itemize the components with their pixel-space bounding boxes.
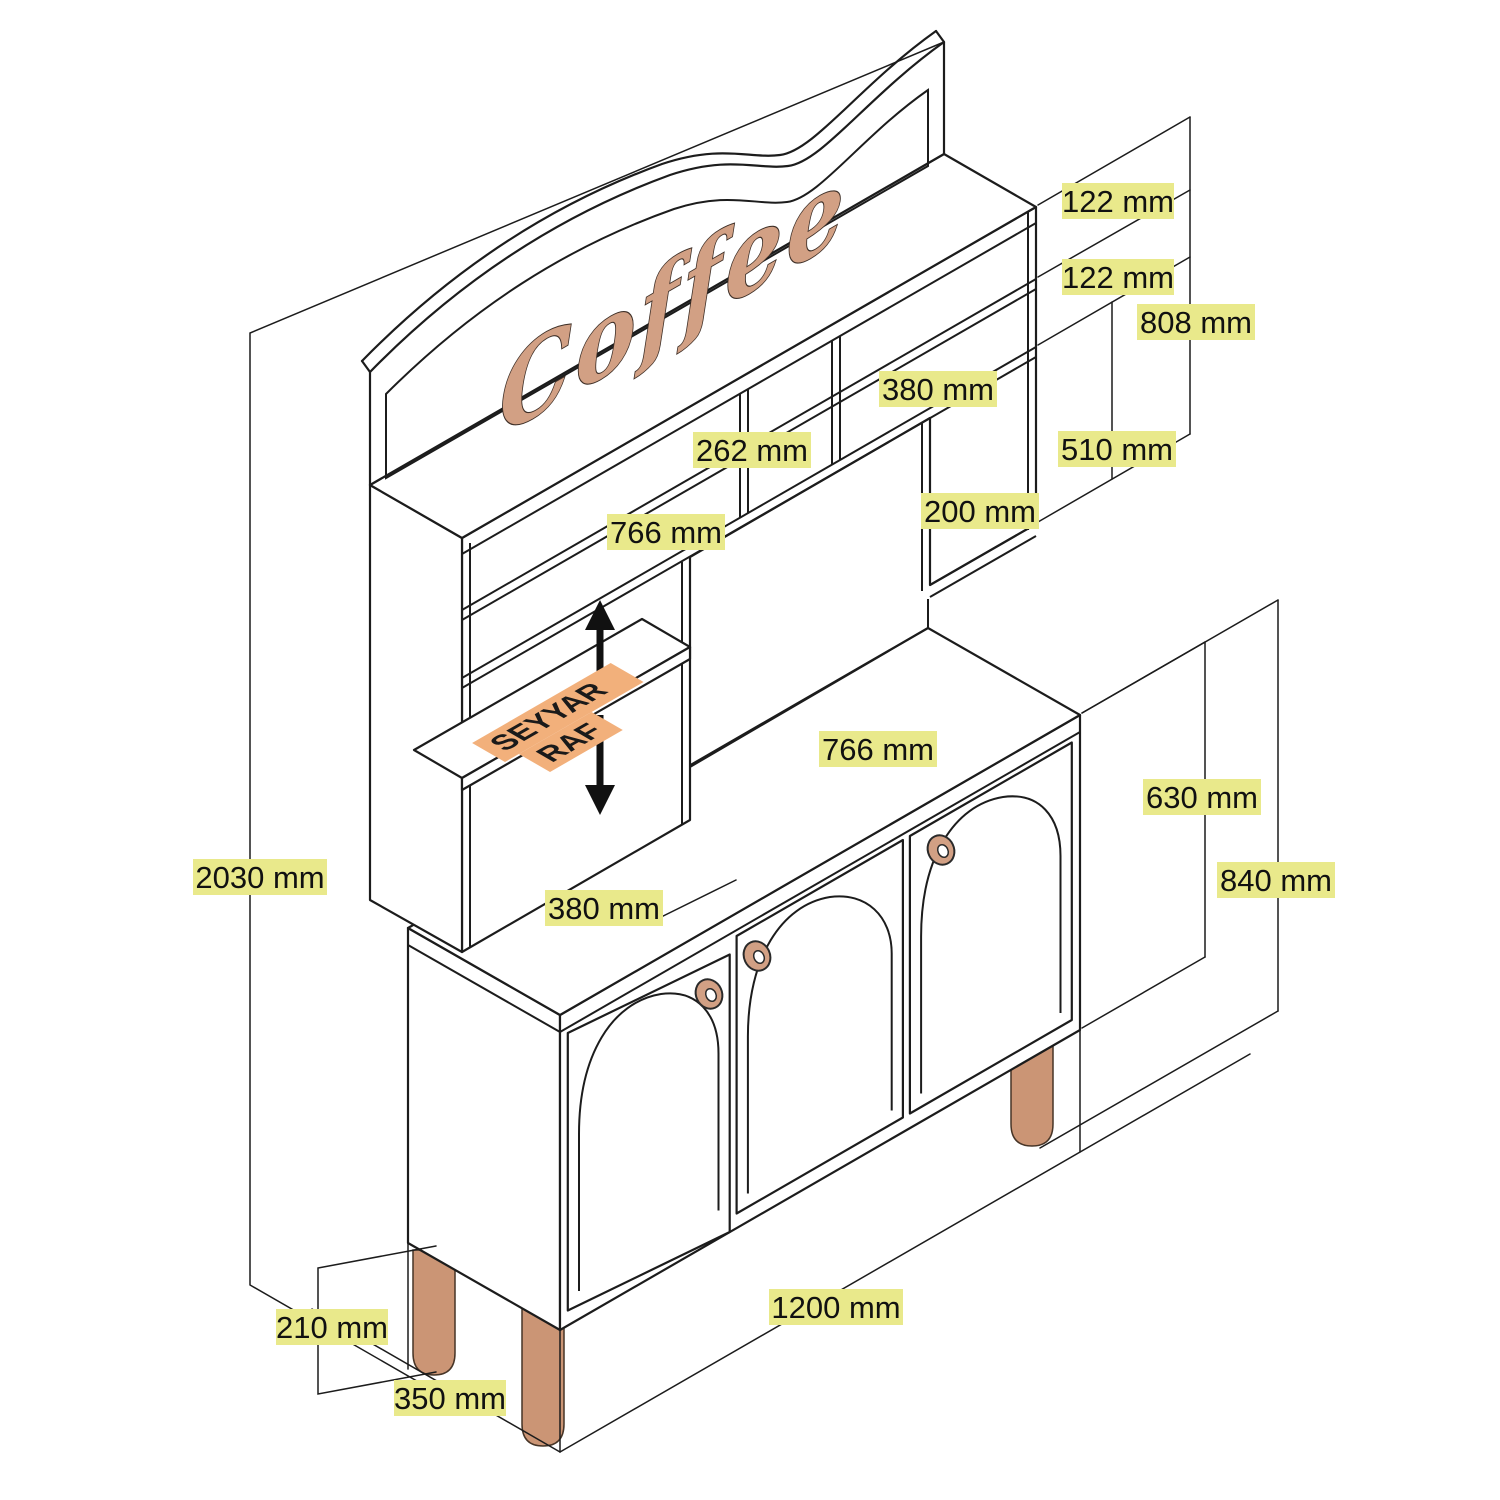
leg-back-left — [412, 1249, 456, 1376]
tower-bottom-shelf-line2 — [929, 535, 1037, 598]
door-left-knob — [694, 978, 724, 1010]
header-thickness-cap-right — [934, 29, 946, 44]
dim-ext-840-bottom — [1039, 1010, 1279, 1149]
header-inner-frame — [385, 88, 929, 480]
dim-label-1200-text: 1200 mm — [771, 1290, 900, 1325]
dim-label-380-top-text: 380 mm — [882, 372, 994, 407]
dim-label-380-top: 380 mm — [879, 371, 997, 407]
dim-label-262: 262 mm — [693, 432, 811, 468]
door-left-arch-inlay — [578, 992, 720, 1291]
door-right — [908, 741, 1073, 1115]
hutch-left-side-panel — [368, 483, 464, 954]
dim-label-122-top: 122 mm — [1062, 183, 1174, 219]
dim-label-350-text: 350 mm — [394, 1381, 506, 1416]
dim-label-200-text: 200 mm — [924, 494, 1036, 529]
door-middle-arch-inlay — [746, 895, 893, 1194]
cabinet-doors — [566, 741, 1073, 1312]
counter-back-edge-visible — [689, 599, 929, 768]
dim-label-766-mid-text: 766 mm — [822, 732, 934, 767]
dim-label-1200: 1200 mm — [769, 1289, 903, 1325]
dim-label-766-mid: 766 mm — [819, 731, 937, 767]
dim-label-350: 350 mm — [394, 1380, 506, 1416]
dim-label-122-mid: 122 mm — [1062, 259, 1174, 295]
door-right-arch-inlay — [920, 795, 1062, 1094]
dim-label-122-mid-text: 122 mm — [1062, 260, 1174, 295]
door-left — [566, 953, 731, 1312]
dim-label-766-top-text: 766 mm — [610, 515, 722, 550]
door-right-knob — [926, 834, 956, 866]
header-panel — [368, 40, 946, 487]
counter-slab-edge-left — [407, 944, 561, 1033]
leg-front-left — [521, 1299, 565, 1447]
dim-label-262-text: 262 mm — [696, 433, 808, 468]
movable-shelf-tag-bg2 — [518, 712, 623, 772]
dim-label-380-bottom-text: 380 mm — [548, 891, 660, 926]
dim-label-630: 630 mm — [1143, 779, 1261, 815]
dim-label-210: 210 mm — [276, 1309, 388, 1345]
header-top-thickness — [360, 29, 938, 363]
dim-label-630-text: 630 mm — [1146, 780, 1258, 815]
dim-label-510: 510 mm — [1058, 431, 1176, 467]
movable-shelf-tag-bg1 — [472, 663, 644, 762]
leg-front-right — [1010, 1039, 1054, 1147]
dimension-labels: 122 mm 122 mm 808 mm 380 mm 262 mm 510 m… — [193, 183, 1335, 1416]
dim-ext-630-bottom — [1081, 956, 1206, 1029]
dim-label-766-top: 766 mm — [607, 514, 725, 550]
dim-label-510-text: 510 mm — [1061, 432, 1173, 467]
arrow-up-icon — [585, 600, 615, 630]
cabinet-legs — [412, 1039, 1054, 1447]
dim-label-200: 200 mm — [921, 493, 1039, 529]
door-middle — [735, 838, 904, 1215]
dim-label-2030: 2030 mm — [193, 859, 327, 895]
shelf-second-line2 — [461, 356, 1037, 689]
tower-bottom-shelf-line1 — [929, 523, 1037, 586]
hutch-top-underside — [461, 222, 1037, 555]
dim-label-122-top-text: 122 mm — [1062, 184, 1174, 219]
dim-label-840: 840 mm — [1217, 862, 1335, 898]
dim-label-808-text: 808 mm — [1140, 305, 1252, 340]
dim-line-1200 — [559, 1053, 1251, 1453]
dim-label-2030-text: 2030 mm — [195, 860, 324, 895]
header-thickness-cap-left — [360, 359, 372, 374]
dim-label-380-bottom: 380 mm — [545, 890, 663, 926]
counter-slab-edge-front — [559, 731, 1081, 1033]
dim-ext-840-top — [1081, 599, 1279, 714]
dim-label-210-text: 210 mm — [276, 1310, 388, 1345]
dim-label-840-text: 840 mm — [1220, 863, 1332, 898]
door-middle-knob — [742, 940, 772, 972]
arrow-down-icon — [585, 785, 615, 815]
dim-label-808: 808 mm — [1137, 304, 1255, 340]
